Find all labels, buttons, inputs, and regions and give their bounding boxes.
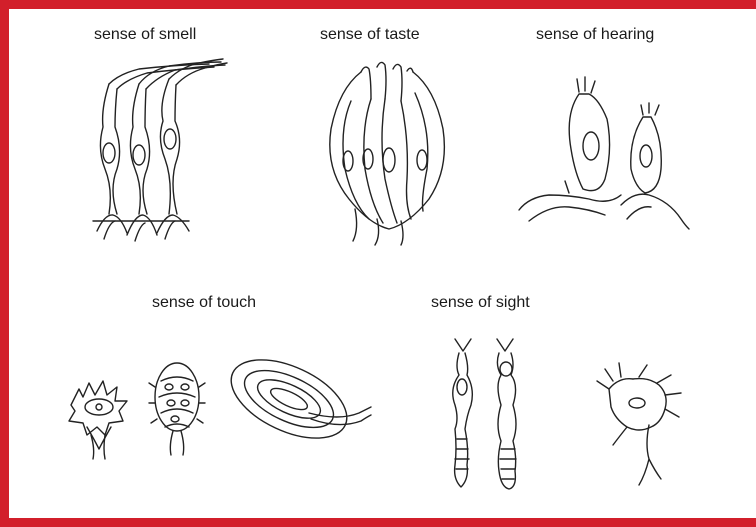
diagram-panel: sense of smell sense of taste sense of h…	[9, 9, 756, 518]
taste-bud-illustration	[330, 62, 445, 245]
touch-receptors-illustration	[69, 344, 371, 459]
hair-cells-illustration	[519, 77, 689, 229]
photoreceptors-illustration	[453, 339, 681, 489]
sensory-cells-drawing	[9, 9, 756, 518]
olfactory-cells-illustration	[93, 59, 227, 241]
